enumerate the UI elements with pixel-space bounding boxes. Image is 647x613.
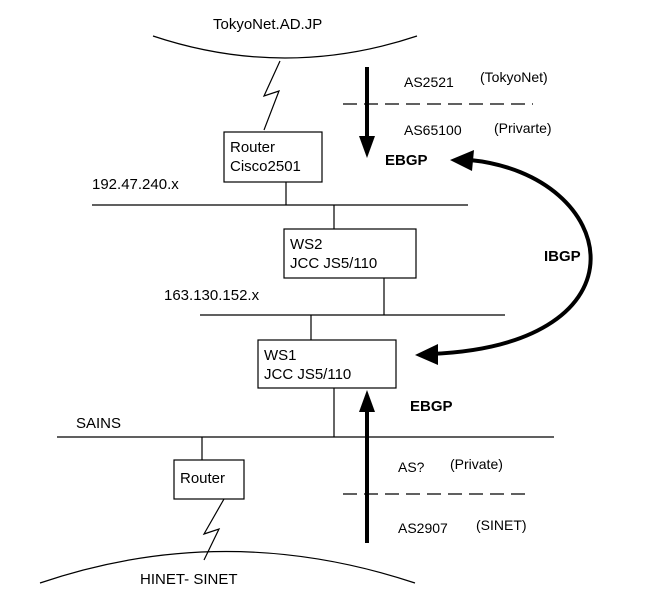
as-top-lower-number: AS65100 xyxy=(404,122,462,138)
as-bottom-lower-note: (SINET) xyxy=(476,517,527,533)
ibgp-arrow-head-top xyxy=(450,150,474,171)
top-serial-link xyxy=(262,60,281,131)
net3-label: SAINS xyxy=(76,415,121,432)
ws2-label-2: JCC JS5/110 xyxy=(290,255,377,272)
ws1-label-2: JCC JS5/110 xyxy=(264,366,351,383)
ibgp-label: IBGP xyxy=(544,248,581,265)
ws1-box xyxy=(257,339,397,389)
top-cloud-label: TokyoNet.AD.JP xyxy=(213,16,322,33)
bottom-serial-link xyxy=(202,498,225,561)
as-top-upper-number: AS2521 xyxy=(404,74,454,90)
ibgp-arrow-head-bottom xyxy=(415,344,438,365)
ebgp-top-arrow-head xyxy=(359,136,375,158)
router-top-label-2: Cisco2501 xyxy=(230,158,301,175)
router-top-box xyxy=(223,131,323,183)
router-bottom-box xyxy=(173,459,245,500)
as-top-upper-note: (TokyoNet) xyxy=(480,69,548,85)
ebgp-top-label: EBGP xyxy=(385,152,428,169)
as-bottom-upper-number: AS? xyxy=(398,459,425,475)
ws2-label-1: WS2 xyxy=(290,236,323,253)
as-top-lower-note: (Privarte) xyxy=(494,120,552,136)
as-bottom-lower-number: AS2907 xyxy=(398,520,448,536)
top-cloud-arc xyxy=(152,35,418,59)
router-bottom-label: Router xyxy=(180,470,225,487)
as-bottom-upper-note: (Private) xyxy=(450,456,503,472)
net2-label: 163.130.152.x xyxy=(164,287,260,304)
bottom-cloud-label: HINET- SINET xyxy=(140,571,238,588)
ibgp-curve xyxy=(429,158,593,356)
ebgp-bottom-label: EBGP xyxy=(410,398,453,415)
ws2-box xyxy=(283,228,417,279)
router-top-label-1: Router xyxy=(230,139,275,156)
bottom-cloud-arc xyxy=(39,550,416,584)
ws1-label-1: WS1 xyxy=(264,347,297,364)
ebgp-bottom-arrow-head xyxy=(359,390,375,412)
net1-label: 192.47.240.x xyxy=(92,176,179,193)
